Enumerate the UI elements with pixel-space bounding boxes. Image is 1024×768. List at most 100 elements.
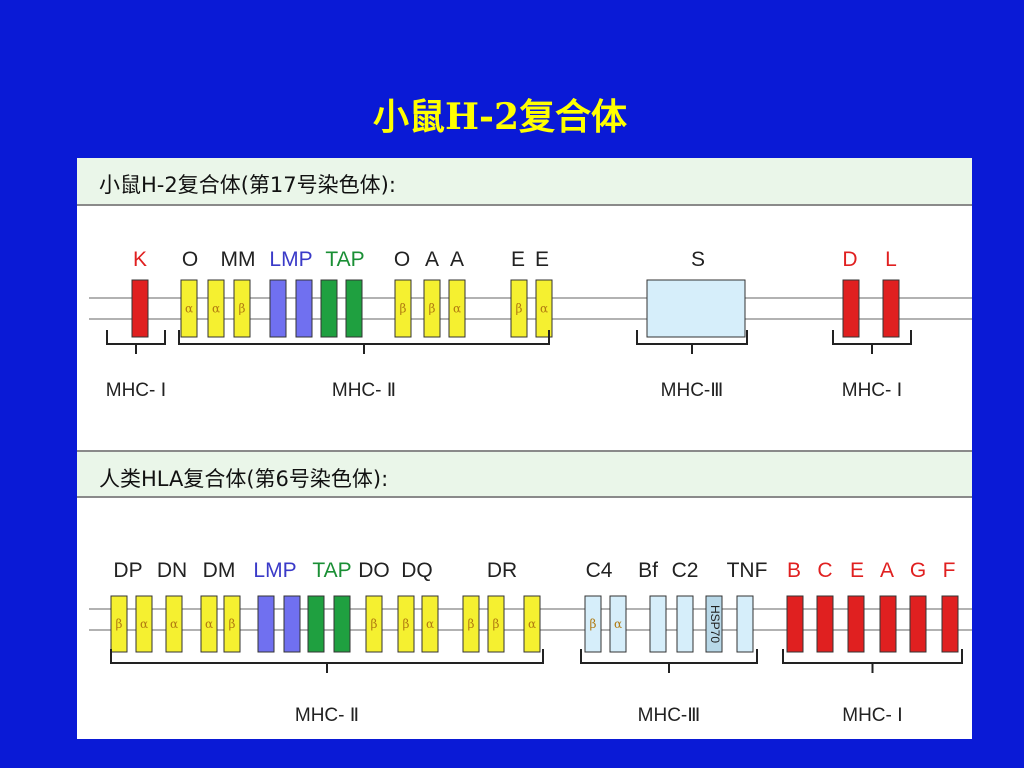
gene-glyph: α bbox=[140, 617, 148, 631]
region-label: MHC-Ⅲ bbox=[661, 380, 724, 401]
gene-box bbox=[320, 279, 338, 338]
gene-glyph: α bbox=[540, 302, 548, 316]
gene-label: LMP bbox=[253, 559, 296, 582]
gene-box bbox=[523, 595, 541, 653]
gene-box bbox=[131, 279, 149, 338]
gene-box bbox=[223, 595, 241, 653]
region-bracket bbox=[110, 649, 544, 673]
gene-box bbox=[941, 595, 959, 653]
region-label: MHC- Ⅱ bbox=[295, 705, 359, 726]
gene-box bbox=[257, 595, 275, 653]
gene-box bbox=[816, 595, 834, 653]
gene-box bbox=[487, 595, 505, 653]
gene-glyph: β bbox=[429, 302, 436, 316]
gene-box bbox=[269, 279, 287, 338]
gene-box bbox=[345, 279, 363, 338]
gene-glyph: β bbox=[493, 617, 500, 631]
region-bracket bbox=[636, 330, 748, 354]
gene-box bbox=[307, 595, 325, 653]
gene-glyph: α bbox=[614, 617, 622, 631]
gene-glyph: α bbox=[185, 302, 193, 316]
gene-box bbox=[879, 595, 897, 653]
gene-label: F bbox=[943, 559, 956, 582]
gene-label: C bbox=[817, 559, 832, 582]
gene-box bbox=[882, 279, 900, 338]
gene-box bbox=[842, 279, 860, 338]
gene-box bbox=[165, 595, 183, 653]
gene-label: Bf bbox=[638, 559, 658, 582]
gene-box bbox=[847, 595, 865, 653]
gene-box bbox=[535, 279, 553, 338]
region-label: MHC-Ⅲ bbox=[638, 705, 701, 726]
gene-box bbox=[110, 595, 128, 653]
region-bracket bbox=[106, 330, 166, 354]
gene-glyph: α bbox=[170, 617, 178, 631]
gene-label: O bbox=[182, 248, 198, 271]
gene-box bbox=[676, 595, 694, 653]
gene-label: O bbox=[394, 248, 410, 271]
human-panel-title: 人类HLA复合体(第6号染色体): bbox=[99, 467, 389, 491]
region-bracket bbox=[580, 649, 758, 673]
gene-box bbox=[200, 595, 218, 653]
gene-glyph: β bbox=[229, 617, 236, 631]
gene-glyph: β bbox=[371, 617, 378, 631]
gene-label: A bbox=[880, 559, 894, 582]
gene-label: C4 bbox=[586, 559, 613, 582]
gene-box bbox=[397, 595, 415, 653]
gene-label: C2 bbox=[672, 559, 699, 582]
gene-label: MM bbox=[221, 248, 256, 271]
gene-glyph: β bbox=[400, 302, 407, 316]
gene-box bbox=[909, 595, 927, 653]
gene-label: A bbox=[450, 248, 464, 271]
gene-label: B bbox=[787, 559, 801, 582]
gene-box bbox=[135, 595, 153, 653]
slide-title: 小鼠H-2复合体 bbox=[372, 96, 627, 138]
region-bracket bbox=[832, 330, 912, 354]
region-label: MHC- Ⅰ bbox=[106, 380, 166, 401]
gene-box bbox=[584, 595, 602, 653]
gene-box bbox=[421, 595, 439, 653]
gene-label: DO bbox=[358, 559, 390, 582]
gene-label: K bbox=[133, 248, 147, 271]
gene-glyph: α bbox=[453, 302, 461, 316]
gene-label: E bbox=[850, 559, 864, 582]
gene-label: L bbox=[885, 248, 897, 271]
gene-box bbox=[705, 595, 723, 653]
gene-label: G bbox=[910, 559, 926, 582]
region-bracket bbox=[782, 649, 963, 673]
mouse-panel-title: 小鼠H-2复合体(第17号染色体): bbox=[99, 173, 396, 197]
gene-box bbox=[423, 279, 441, 338]
gene-glyph: β bbox=[403, 617, 410, 631]
region-label: MHC- Ⅱ bbox=[332, 380, 396, 401]
human-panel-header: 人类HLA复合体(第6号染色体): bbox=[77, 450, 972, 498]
region-label: MHC- Ⅰ bbox=[842, 705, 902, 726]
gene-box bbox=[510, 279, 528, 338]
gene-glyph: β bbox=[116, 617, 123, 631]
gene-label: DN bbox=[157, 559, 187, 582]
gene-box bbox=[365, 595, 383, 653]
gene-label: E bbox=[535, 248, 549, 271]
gene-box bbox=[180, 279, 198, 338]
gene-box bbox=[233, 279, 251, 338]
gene-box bbox=[786, 595, 804, 653]
gene-glyph: HSP70 bbox=[708, 605, 722, 643]
gene-glyph: α bbox=[426, 617, 434, 631]
gene-glyph: β bbox=[468, 617, 475, 631]
gene-glyph: β bbox=[516, 302, 523, 316]
complex-figure: 小鼠H-2复合体(第17号染色体): 人类HLA复合体(第6号染色体): α α β… bbox=[77, 158, 972, 739]
gene-glyph: α bbox=[205, 617, 213, 631]
gene-label: TAP bbox=[325, 248, 364, 271]
gene-box bbox=[333, 595, 351, 653]
gene-label: D bbox=[842, 248, 857, 271]
gene-label: A bbox=[425, 248, 439, 271]
gene-box bbox=[283, 595, 301, 653]
gene-label: DQ bbox=[401, 559, 433, 582]
mouse-panel-header: 小鼠H-2复合体(第17号染色体): bbox=[77, 158, 972, 206]
gene-box bbox=[394, 279, 412, 338]
region-label: MHC- Ⅰ bbox=[842, 380, 902, 401]
region-bracket bbox=[178, 330, 550, 354]
gene-label: DR bbox=[487, 559, 517, 582]
gene-box bbox=[649, 595, 667, 653]
gene-label: DM bbox=[203, 559, 236, 582]
